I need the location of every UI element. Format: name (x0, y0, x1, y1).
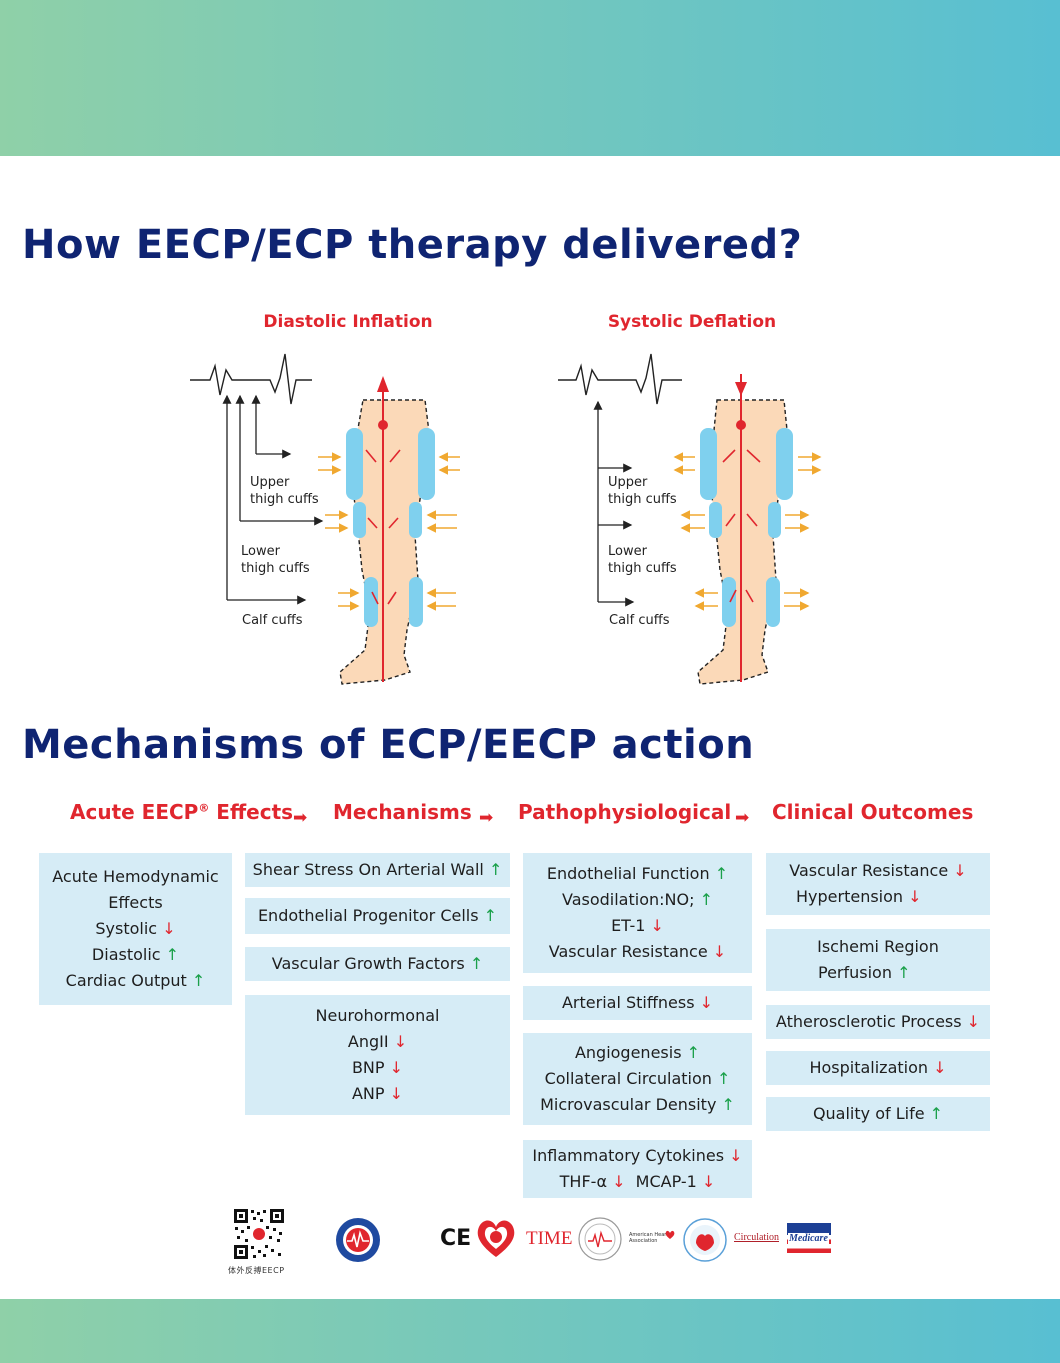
down-arrow-icon: ↓ (393, 1032, 408, 1051)
flow-col-acute-effects: Acute EECP® Effects (70, 800, 293, 824)
down-arrow-icon: ↓ (701, 1172, 716, 1191)
flow-arrow-2: ➡ (479, 808, 494, 828)
box-line: BNP ↓ (351, 1058, 404, 1077)
up-arrow-icon: ↑ (699, 890, 713, 909)
society-seal-icon (683, 1218, 727, 1262)
up-arrow-icon: ↑ (191, 971, 206, 990)
acute-hemodynamic-box: Acute Hemodynamic Effects Systolic ↓ Dia… (39, 853, 232, 1005)
medicare-logo: Medicare (787, 1223, 831, 1253)
ischemic-region-box: Ischemi Region Perfusion ↑ (766, 929, 990, 991)
down-arrow-icon: ↓ (953, 861, 967, 880)
flow-arrow-3: ➡ (735, 808, 750, 828)
upper-thigh-label-2-right: thigh cuffs (608, 492, 677, 507)
down-arrow-icon: ↓ (908, 887, 922, 906)
down-arrow-icon: ↓ (699, 993, 714, 1012)
heart-logo-icon (477, 1220, 515, 1257)
time-logo: TIME (526, 1228, 573, 1249)
mechanisms-heading: Mechanisms of ECP/EECP action (22, 722, 755, 768)
diastolic-inflation-title: Diastolic Inflation (263, 312, 432, 332)
endothelial-progenitor-box: Endothelial Progenitor Cells ↑ (245, 898, 510, 934)
arterial-stiffness-box: Arterial Stiffness ↓ (523, 986, 752, 1020)
qr-code-icon[interactable] (233, 1208, 285, 1260)
right-leg-illustration (673, 374, 822, 685)
angiogenesis-box: Angiogenesis ↑ Collateral Circulation ↑ … (523, 1033, 752, 1125)
up-arrow-icon: ↑ (488, 860, 503, 879)
calf-cuffs-label-right: Calf cuffs (609, 613, 670, 628)
down-arrow-icon: ↓ (933, 1058, 947, 1077)
box-line: ANP ↓ (351, 1084, 404, 1103)
box-line: Systolic ↓ (95, 919, 176, 938)
right-ecg-trace (558, 353, 682, 405)
association-seal-icon (578, 1217, 622, 1261)
up-arrow-icon: ↑ (686, 1043, 701, 1062)
top-banner (0, 0, 1060, 156)
box-line: Diastolic ↑ (91, 945, 180, 964)
delivery-heading: How EECP/ECP therapy delivered? (22, 222, 803, 268)
box-line: AngII ↓ (347, 1032, 408, 1051)
upper-thigh-label-1: Upper (250, 475, 290, 490)
up-arrow-icon: ↑ (483, 906, 498, 925)
flow-col-clinical-outcomes: Clinical Outcomes (772, 800, 974, 824)
quality-of-life-box: Quality of Life ↑ (766, 1097, 990, 1131)
box-line: Effects (108, 893, 163, 912)
upper-thigh-label-2: thigh cuffs (250, 492, 319, 507)
hospitalization-box: Hospitalization ↓ (766, 1051, 990, 1085)
flow-arrow-1: ➡ (293, 808, 308, 828)
down-arrow-icon: ↓ (389, 1058, 404, 1077)
neurohormonal-box: Neurohormonal AngII ↓ BNP ↓ ANP ↓ (245, 995, 510, 1115)
up-arrow-icon: ↑ (929, 1104, 944, 1123)
vascular-growth-box: Vascular Growth Factors ↑ (245, 947, 510, 981)
down-arrow-icon: ↓ (966, 1012, 981, 1031)
aha-logo: American Heart Association (629, 1230, 677, 1244)
circulation-logo: Circulation (734, 1232, 779, 1243)
registered-mark: ® (198, 801, 210, 815)
eecp-delivery-diagram: Diastolic Inflation Systolic Deflation U… (190, 312, 822, 685)
down-arrow-icon: ↓ (612, 1172, 626, 1191)
up-arrow-icon: ↑ (717, 1069, 731, 1088)
lower-thigh-label-1-right: Lower (608, 544, 648, 559)
down-arrow-icon: ↓ (729, 1146, 743, 1165)
aha-logo-text: American Heart Association (629, 1232, 669, 1244)
calf-cuffs-label: Calf cuffs (242, 613, 303, 628)
flow-col-acute-label-rest: Effects (209, 800, 294, 824)
aha-heart-icon (665, 1230, 675, 1239)
lower-thigh-label-2-right: thigh cuffs (608, 561, 677, 576)
up-arrow-icon: ↑ (165, 945, 180, 964)
ce-mark: CE (440, 1226, 472, 1251)
atherosclerotic-box: Atherosclerotic Process ↓ (766, 1005, 990, 1039)
down-arrow-icon: ↓ (389, 1084, 404, 1103)
systolic-deflation-title: Systolic Deflation (608, 312, 776, 332)
flow-col-mechanisms: Mechanisms (333, 800, 472, 824)
flow-col-acute-label: Acute EECP (70, 800, 199, 824)
down-arrow-icon: ↓ (162, 919, 176, 938)
left-ecg-trace (190, 353, 312, 405)
box-line: Cardiac Output ↑ (65, 971, 206, 990)
box-line: Neurohormonal (315, 1006, 440, 1025)
up-arrow-icon: ↑ (469, 954, 484, 973)
vascular-resistance-outcome-box: Vascular Resistance ↓ Hypertension ↓ (766, 853, 990, 915)
up-arrow-icon: ↑ (897, 963, 911, 982)
box-line: Acute Hemodynamic (52, 867, 219, 886)
upper-thigh-label-1-right: Upper (608, 475, 648, 490)
up-arrow-icon: ↑ (714, 864, 729, 883)
lower-thigh-label-1: Lower (241, 544, 281, 559)
up-arrow-icon: ↑ (721, 1095, 735, 1114)
ieecp-seal-icon (336, 1218, 380, 1262)
bottom-banner (0, 1299, 1060, 1363)
down-arrow-icon: ↓ (650, 916, 664, 935)
shear-stress-box: Shear Stress On Arterial Wall ↑ (245, 853, 510, 887)
down-arrow-icon: ↓ (712, 942, 727, 961)
medicare-logo-text: Medicare (788, 1233, 829, 1244)
left-leg-illustration (318, 376, 460, 685)
qr-caption: 体外反搏EECP (228, 1266, 285, 1275)
inflammatory-cytokines-box: Inflammatory Cytokines ↓ THF-α ↓ MCAP-1 … (523, 1140, 752, 1198)
flow-col-pathophysiological: Pathophysiological (518, 800, 732, 824)
endothelial-function-box: Endothelial Function ↑ Vasodilation:NO; … (523, 853, 752, 973)
lower-thigh-label-2: thigh cuffs (241, 561, 310, 576)
